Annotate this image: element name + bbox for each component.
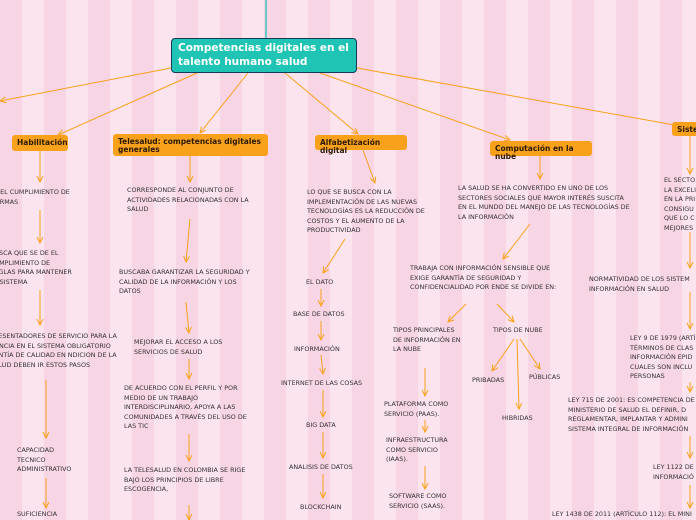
habilitacion-item-presentadores[interactable]: PRESENTADORES DE SERVICIO PARA LA GENCIA… bbox=[0, 332, 117, 369]
topic-computacion-nube[interactable]: Computación en la nube bbox=[490, 141, 592, 161]
alfabetizacion-item-dato[interactable]: EL DATO bbox=[306, 278, 334, 286]
topic-alfabetizacion-digital[interactable]: Alfabetización digital bbox=[315, 135, 407, 155]
sistemas-item-normatividad[interactable]: NORMATIVIDAD DE LOS SISTEM INFORMACIÓN E… bbox=[589, 275, 690, 293]
nube-item-iaas[interactable]: INFRAESTRUCTURA COMO SERVICIO (IAAS). bbox=[386, 436, 448, 464]
topic-telesalud[interactable]: Telesalud: competencias digitales genera… bbox=[113, 134, 268, 156]
habilitacion-item-reglas[interactable]: BUSCA QUE SE DE EL CUMPLIMIENTO DE REGLA… bbox=[0, 249, 72, 286]
alfabetizacion-item-blockchain[interactable]: BLOCKCHAIN bbox=[300, 503, 342, 511]
alfabetizacion-item-base-datos[interactable]: BASE DE DATOS bbox=[293, 310, 345, 318]
habilitacion-item-capacidad[interactable]: CAPACIDAD TECNICO ADMINISTRATIVO bbox=[17, 446, 72, 474]
sistemas-item-sector[interactable]: EL SECTO LA EXCELI EN LA PRI CONSIGU QUE… bbox=[664, 176, 696, 232]
nube-item-intro[interactable]: LA SALUD SE HA CONVERTIDO EN UNO DE LOS … bbox=[458, 184, 630, 221]
nube-item-informacion-sensible[interactable]: TRABAJA CON INFORMACIÓN SENSIBLE QUE EXI… bbox=[410, 264, 557, 292]
sistemas-item-ley-1122[interactable]: LEY 1122 DE INFORMACIÓ bbox=[653, 463, 694, 481]
telesalud-item-conjunto[interactable]: CORRESPONDE AL CONJUNTO DE ACTIVIDADES R… bbox=[127, 186, 249, 214]
telesalud-item-acceso[interactable]: MEJORAR EL ACCESO A LOS SERVICIOS DE SAL… bbox=[134, 338, 223, 356]
alfabetizacion-item-big-data[interactable]: BIG DATA bbox=[306, 421, 336, 429]
alfabetizacion-item-informacion[interactable]: INFORMACIÓN bbox=[294, 345, 340, 353]
alfabetizacion-item-implementacion[interactable]: LO QUE SE BUSCA CON LA IMPLEMENTACIÓN DE… bbox=[307, 188, 425, 235]
nube-item-privadas[interactable]: PRIBADAS bbox=[472, 376, 505, 384]
alfabetizacion-item-analisis-datos[interactable]: ANALISIS DE DATOS bbox=[289, 463, 353, 471]
alfabetizacion-item-internet-cosas[interactable]: INTERNET DE LAS COSAS bbox=[281, 379, 363, 387]
sistemas-item-ley-715-2001[interactable]: LEY 715 DE 2001: ES COMPETENCIA DE MINIS… bbox=[568, 396, 695, 433]
sistemas-item-ley-9-1979[interactable]: LEY 9 DE 1979 (ARTÍ TÉRMINOS DE CLAS INF… bbox=[630, 334, 696, 381]
habilitacion-item-normas[interactable]: ES EL CUMPLIMIENTO DE NORMAS bbox=[0, 188, 70, 206]
central-topic[interactable]: Competencias digitales en el talento hum… bbox=[171, 38, 357, 73]
habilitacion-item-suficiencia[interactable]: SUFICIENCIA bbox=[17, 510, 58, 518]
nube-item-paas[interactable]: PLATAFORMA COMO SERVICIO (PAAS). bbox=[384, 400, 449, 418]
telesalud-item-perfil[interactable]: DE ACUERDO CON EL PERFIL Y POR MEDIO DE … bbox=[124, 384, 247, 431]
sistemas-item-ley-1438-2011[interactable]: LEY 1438 DE 2011 (ARTÍCULO 112): EL MINI bbox=[552, 510, 692, 518]
topic-sistemas[interactable]: Siste bbox=[672, 122, 696, 136]
nube-item-saas[interactable]: SOFTWARE COMO SERVICIO (SAAS). bbox=[389, 492, 447, 510]
nube-item-hibridas[interactable]: HIBRIDAS bbox=[502, 414, 533, 422]
telesalud-item-principios[interactable]: LA TELESALUD EN COLOMBIA SE RIGE BAJO LO… bbox=[124, 466, 246, 494]
topic-habilitacion[interactable]: Habilitación bbox=[12, 135, 68, 151]
nube-item-publicas[interactable]: PÚBLICAS bbox=[529, 373, 561, 381]
nube-item-tipos-principales[interactable]: TIPOS PRINCIPALES DE INFORMACIÓN EN LA N… bbox=[393, 326, 461, 354]
telesalud-item-seguridad[interactable]: BUSCABA GARANTIZAR LA SEGURIDAD Y CALIDA… bbox=[119, 268, 250, 296]
nube-item-tipos-nube[interactable]: TIPOS DE NUBE bbox=[493, 326, 543, 334]
